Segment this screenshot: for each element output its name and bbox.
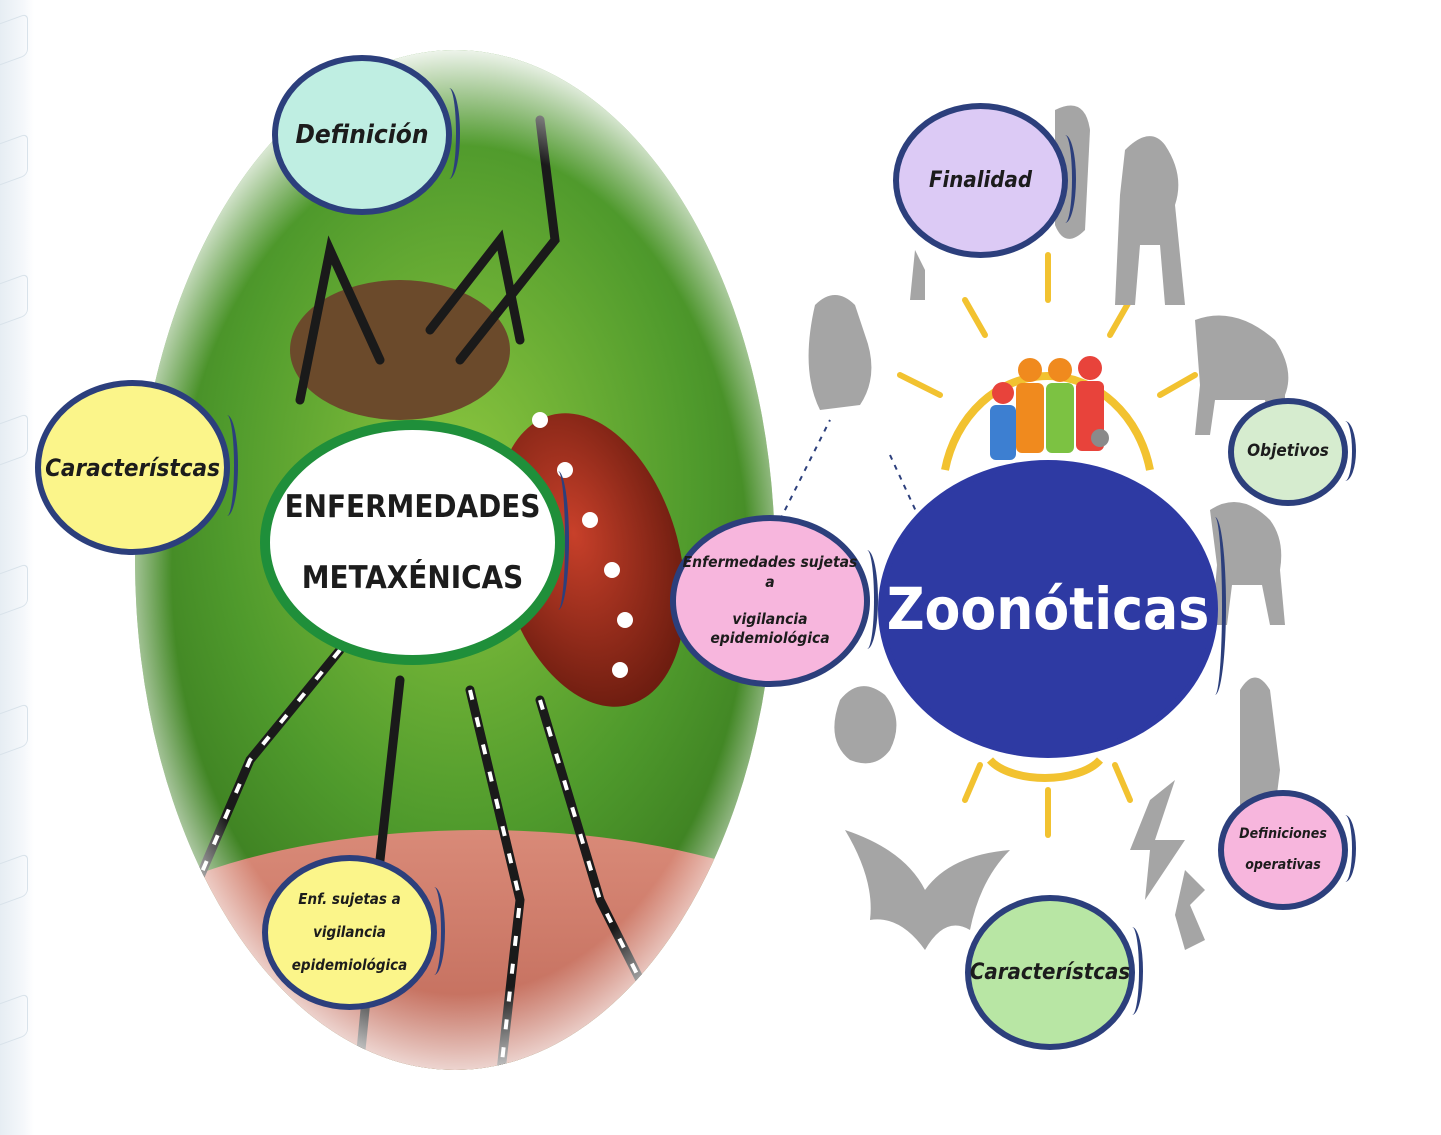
- node-caracteristicas-right-label: Característcas: [969, 959, 1131, 985]
- node-caracteristicas-left[interactable]: Característcas: [35, 380, 238, 555]
- sun-rays: [897, 252, 1198, 838]
- node-caracteristicas-left-label: Característcas: [45, 453, 220, 482]
- cat-silhouette: [1240, 677, 1280, 810]
- cow-silhouette: [1195, 315, 1289, 435]
- node-enf-sujetas-line1: Enf. sujetas a: [298, 890, 401, 909]
- bat-silhouette: [845, 830, 1010, 950]
- node-finalidad[interactable]: Finalidad: [893, 103, 1076, 258]
- node-zoonoticas[interactable]: Zoonóticas: [878, 460, 1226, 758]
- dog-silhouette: [1210, 502, 1285, 625]
- bird-silhouette: [1130, 780, 1185, 900]
- node-caracteristicas-right[interactable]: Característcas: [965, 895, 1143, 1050]
- rat-silhouette: [834, 686, 897, 764]
- node-enfermedades-metaxenicas-line2: METAXÉNICAS: [301, 559, 524, 596]
- animal-legs-silhouette: [910, 250, 925, 300]
- node-enf-sujetas-vigilancia[interactable]: Enf. sujetas a vigilancia epidemiológica: [262, 855, 445, 1010]
- sun-arc-bottom: [986, 757, 1104, 783]
- node-bridge-line2: vigilancia epidemiológica: [710, 610, 830, 648]
- node-enfermedades-metaxenicas[interactable]: ENFERMEDADES METAXÉNICAS: [260, 420, 569, 665]
- node-zoonoticas-label: Zoonóticas: [886, 574, 1210, 643]
- node-finalidad-label: Finalidad: [929, 167, 1032, 193]
- node-definiciones-operativas[interactable]: Definiciones operativas: [1218, 790, 1356, 910]
- node-definicion[interactable]: Definición: [272, 55, 460, 215]
- node-enfermedades-sujetas-vigilancia[interactable]: Enfermedades sujetas a vigilancia epidem…: [670, 515, 878, 687]
- sun-arc: [941, 372, 1154, 471]
- node-objetivos-label: Objetivos: [1247, 441, 1329, 462]
- node-enf-sujetas-line3: epidemiológica: [291, 955, 408, 974]
- node-enfermedades-metaxenicas-line1: ENFERMEDADES: [284, 488, 541, 525]
- node-definiciones-line1: Definiciones: [1239, 825, 1327, 842]
- node-definiciones-line2: operativas: [1245, 857, 1321, 873]
- node-definicion-label: Definición: [295, 119, 429, 150]
- goat-silhouette: [1115, 136, 1185, 305]
- node-enf-sujetas-line2: vigilancia: [313, 923, 386, 942]
- node-bridge-line1: Enfermedades sujetas a: [682, 553, 858, 591]
- chicken-silhouette: [808, 295, 872, 410]
- left-decorative-strip: [0, 0, 34, 1135]
- node-objetivos[interactable]: Objetivos: [1228, 398, 1356, 506]
- people-icon: [990, 356, 1109, 460]
- lizard-silhouette: [1175, 870, 1205, 950]
